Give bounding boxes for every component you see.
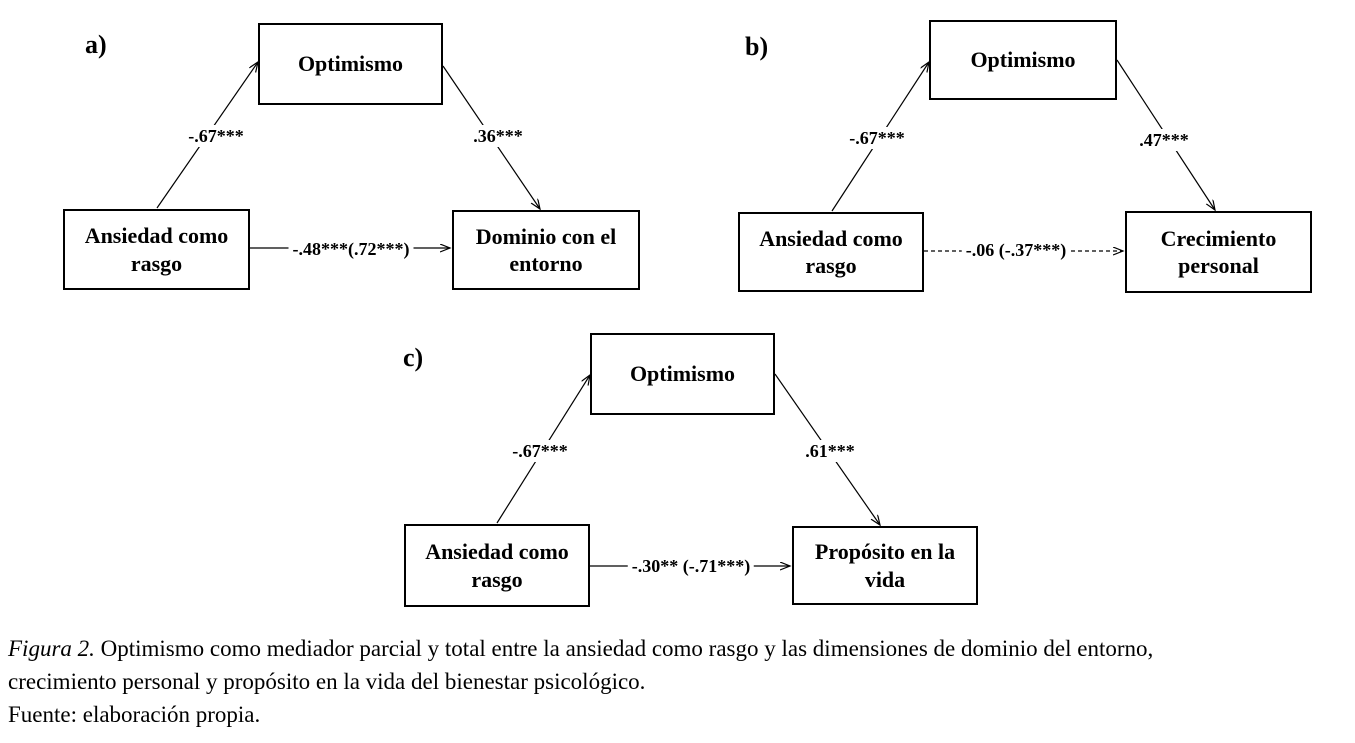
panel-a-direct-path-coefficient: -.48***(.72***) bbox=[288, 238, 414, 260]
panel-b-label: b) bbox=[745, 32, 769, 61]
panel-c-path-b-coefficient: .61*** bbox=[801, 440, 859, 462]
panel-a-predictor-text: Ansiedad como rasgo bbox=[84, 223, 229, 276]
panel-a-mediator-box: Optimismo bbox=[258, 23, 443, 105]
figure-caption: Figura 2. Optimismo como mediador parcia… bbox=[8, 632, 1353, 731]
panel-b-outcome-text: Crecimiento personal bbox=[1160, 225, 1277, 279]
panel-b-predictor-text: Ansiedad como rasgo bbox=[759, 225, 903, 279]
panel-a-path-a-coefficient: -.67*** bbox=[184, 125, 248, 147]
panel-c-path-a-coefficient: -.67*** bbox=[508, 440, 572, 462]
panel-b-outcome-box: Crecimiento personal bbox=[1125, 211, 1312, 293]
panel-b-predictor-box: Ansiedad como rasgo bbox=[738, 212, 924, 292]
panel-c-direct-path-coefficient: -.30** (-.71***) bbox=[627, 555, 755, 577]
caption-line-1: Figura 2. Optimismo como mediador parcia… bbox=[8, 632, 1353, 665]
panel-a-outcome-box: Dominio con el entorno bbox=[452, 210, 640, 290]
caption-line-1-text: Optimismo como mediador parcial y total … bbox=[94, 636, 1154, 661]
caption-line-2: crecimiento personal y propósito en la v… bbox=[8, 669, 646, 694]
panel-a-label: a) bbox=[85, 30, 107, 59]
panel-c-outcome-box: Propósito en la vida bbox=[792, 526, 978, 605]
panel-c-mediator-box: Optimismo bbox=[590, 333, 775, 415]
panel-a-predictor-box: Ansiedad como rasgo bbox=[63, 209, 250, 290]
panel-b-mediator-box: Optimismo bbox=[929, 20, 1117, 100]
panel-b-mediator-text: Optimismo bbox=[970, 47, 1076, 73]
panel-a-mediator-text: Optimismo bbox=[297, 51, 404, 77]
panel-b-path-b-coefficient: .47*** bbox=[1135, 129, 1193, 151]
panel-c-predictor-box: Ansiedad como rasgo bbox=[404, 524, 590, 607]
panel-c-predictor-text: Ansiedad como rasgo bbox=[425, 539, 569, 592]
panel-b-direct-path-coefficient: -.06 (-.37***) bbox=[961, 239, 1071, 261]
path-arrows-layer bbox=[156, 59, 1355, 625]
panel-c-outcome-text: Propósito en la vida bbox=[814, 539, 956, 592]
panel-a-path-b-coefficient: .36*** bbox=[469, 125, 527, 147]
panel-c-label: c) bbox=[403, 343, 424, 372]
caption-source: Fuente: elaboración propia. bbox=[8, 702, 261, 727]
caption-figure-label: Figura 2. bbox=[8, 636, 95, 661]
panel-a-outcome-text: Dominio con el entorno bbox=[475, 223, 617, 277]
panel-b-path-a-coefficient: -.67*** bbox=[845, 127, 909, 149]
panel-c-mediator-text: Optimismo bbox=[629, 361, 736, 387]
